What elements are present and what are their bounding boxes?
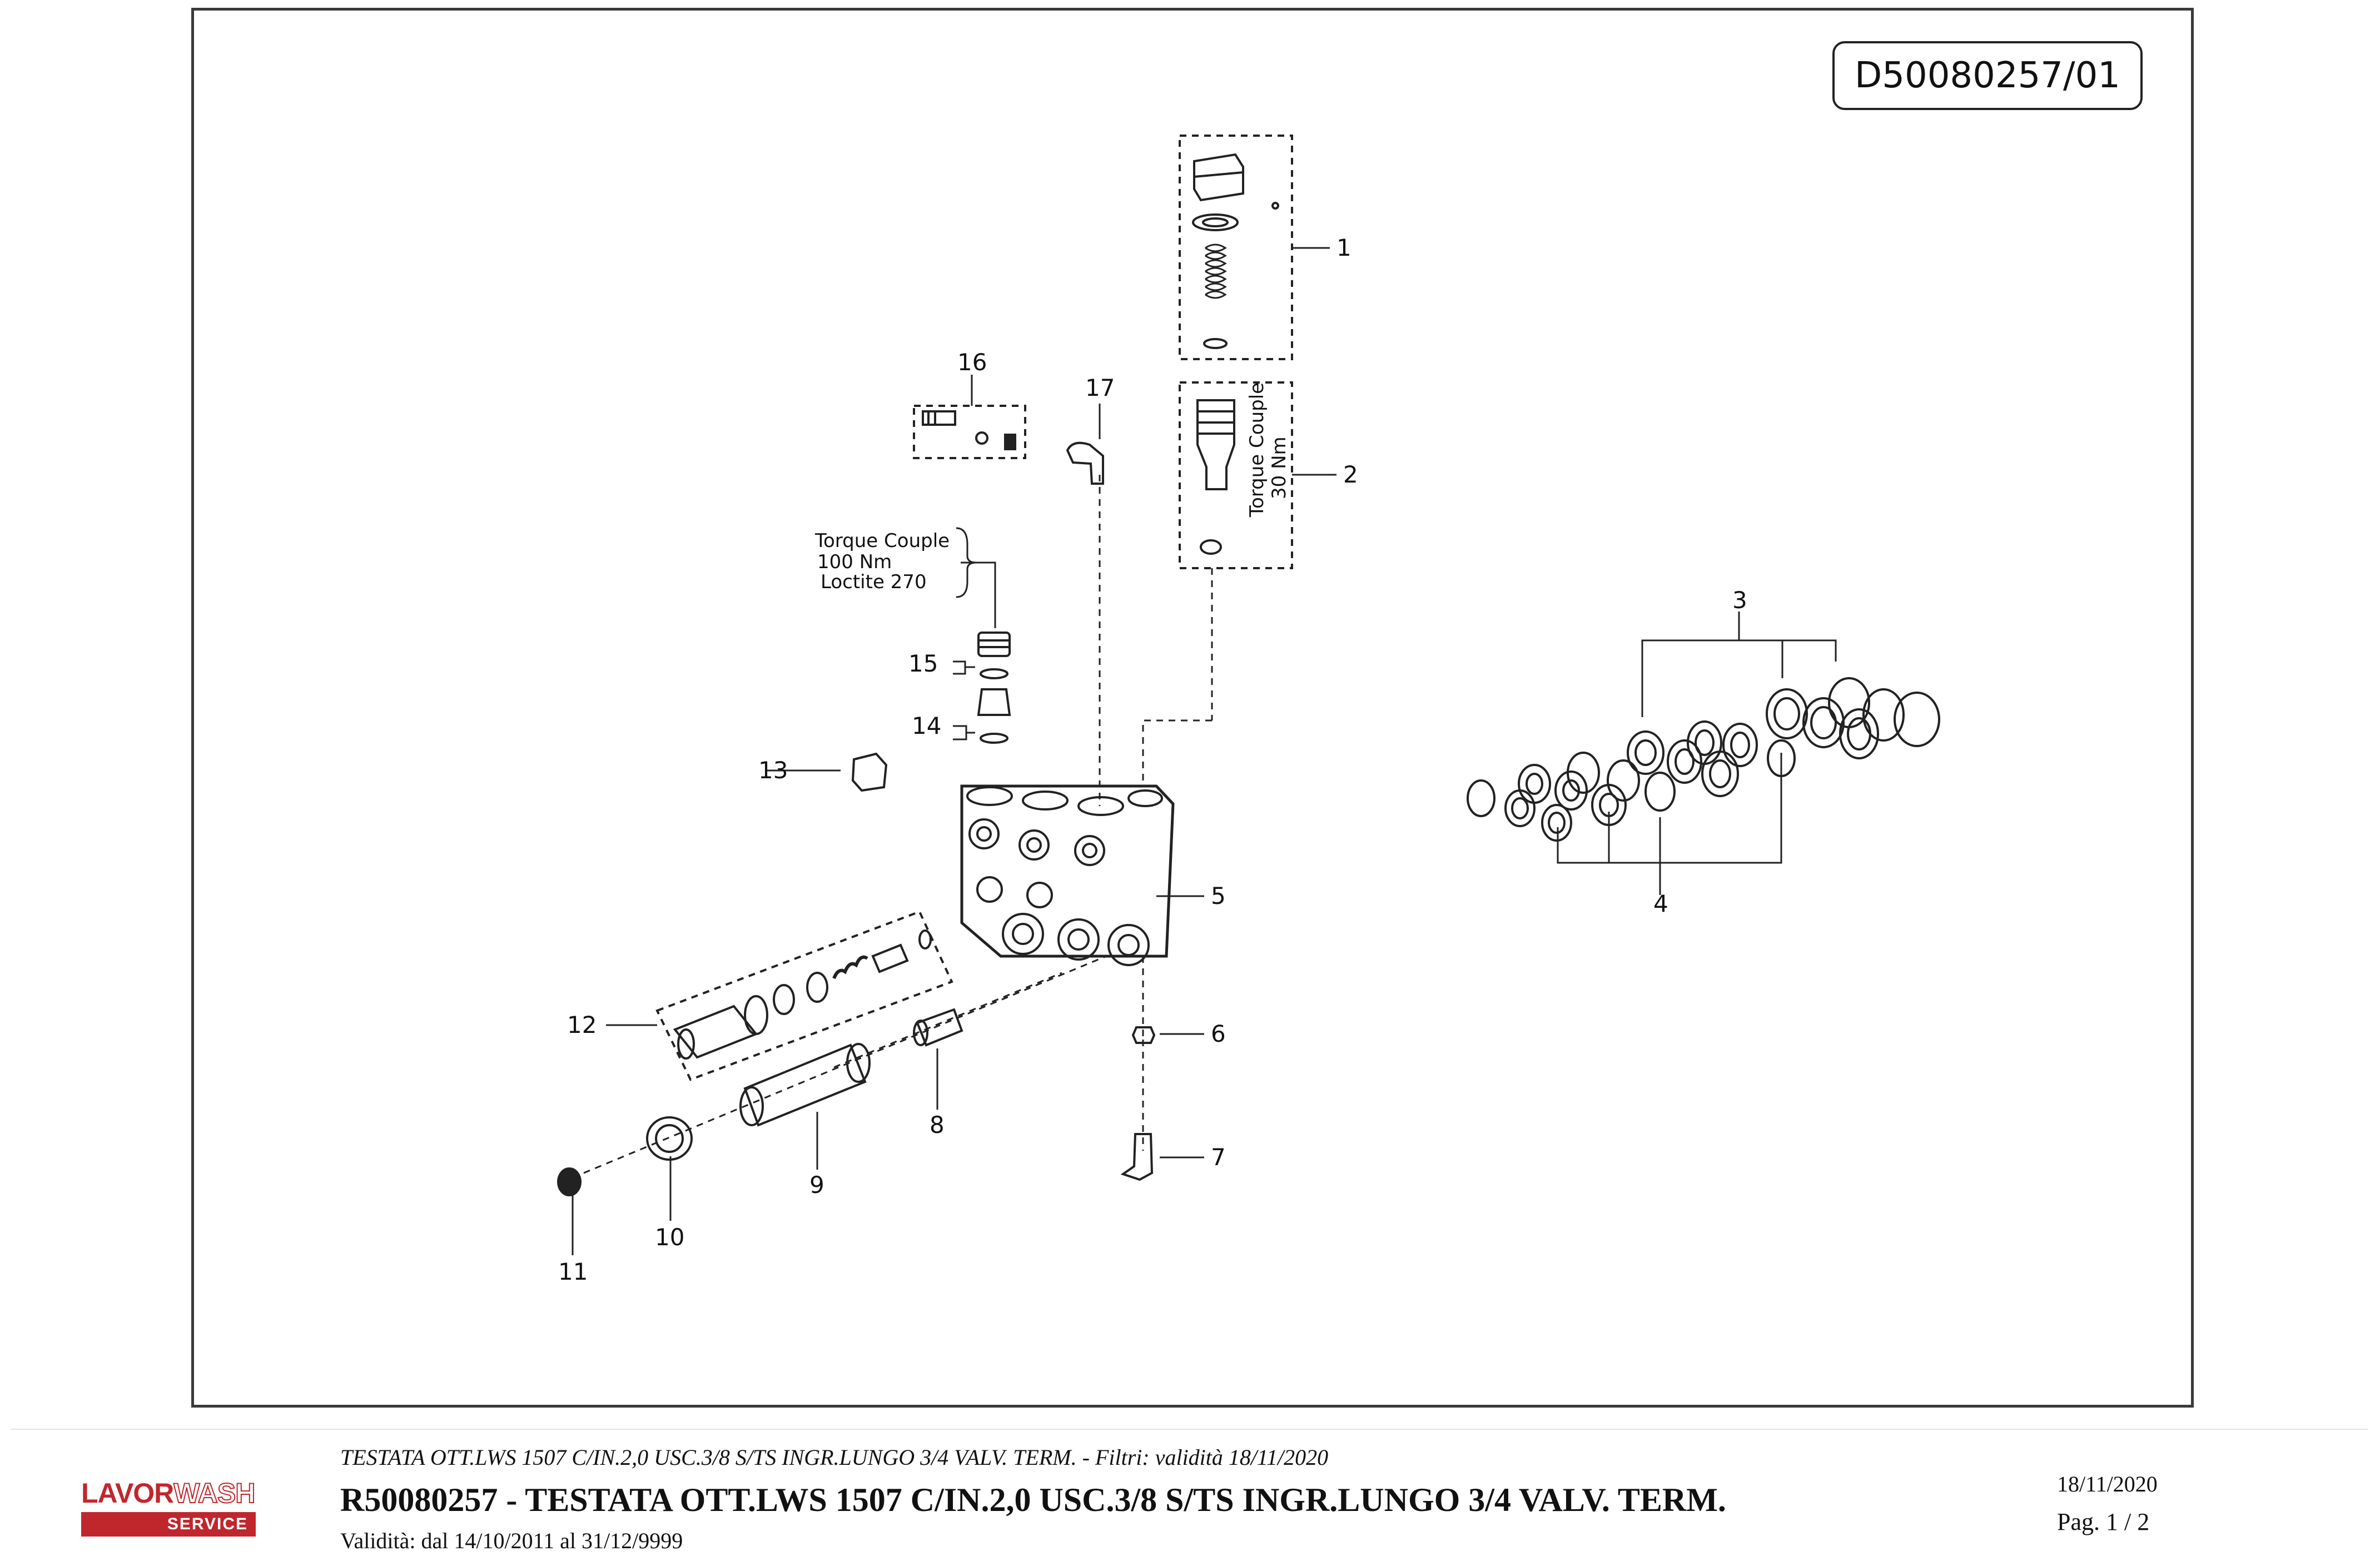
group-box-12 (655, 910, 953, 1081)
footer-subtitle: TESTATA OTT.LWS 1507 C/IN.2,0 USC.3/8 S/… (340, 1445, 1329, 1470)
footer-divider (11, 1429, 2368, 1430)
callout-11: 11 (558, 1258, 588, 1285)
callout-7: 7 (1211, 1144, 1226, 1171)
callout-9: 9 (809, 1171, 824, 1199)
callout-12: 12 (567, 1011, 597, 1038)
torque-100-line-3: Loctite 270 (821, 571, 927, 593)
callout-8: 8 (930, 1111, 945, 1139)
callout-2: 2 (1343, 461, 1358, 488)
document-code: D50080257/01 (1832, 41, 2143, 110)
callout-16: 16 (957, 349, 987, 376)
exploded-view-diagram: 1 2 3 4 5 6 7 8 9 10 11 12 13 14 15 16 1… (557, 135, 1940, 1285)
group-box-16 (913, 405, 1026, 459)
logo-brand: LAVOR (81, 1478, 174, 1509)
callout-1: 1 (1336, 234, 1352, 261)
footer-validity: Validità: dal 14/10/2011 al 31/12/9999 (340, 1528, 683, 1553)
callout-14: 14 (912, 712, 941, 739)
torque-30-line-2: 30 Nm (1268, 436, 1290, 499)
callout-15: 15 (908, 650, 938, 677)
logo-brand-2: WASH (173, 1477, 256, 1509)
callout-13: 13 (758, 757, 788, 784)
callout-17: 17 (1085, 374, 1115, 401)
group-box-2 (1179, 381, 1293, 569)
torque-30-line-1: Torque Couple (1246, 382, 1268, 518)
footer-date: 18/11/2020 (2057, 1471, 2158, 1497)
footer-title: R50080257 - TESTATA OTT.LWS 1507 C/IN.2,… (340, 1482, 1726, 1518)
callout-5: 5 (1211, 882, 1226, 909)
torque-100-line-1: Torque Couple (814, 530, 950, 552)
callout-10: 10 (655, 1224, 684, 1251)
logo-tag: SERVICE (81, 1512, 256, 1537)
footer-page-number: Pag. 1 / 2 (2057, 1508, 2150, 1535)
torque-100-line-2: 100 Nm (817, 551, 892, 573)
callout-4: 4 (1653, 890, 1668, 917)
callout-6: 6 (1211, 1020, 1226, 1047)
callout-3: 3 (1732, 586, 1747, 614)
diagram-frame (191, 8, 2194, 1408)
